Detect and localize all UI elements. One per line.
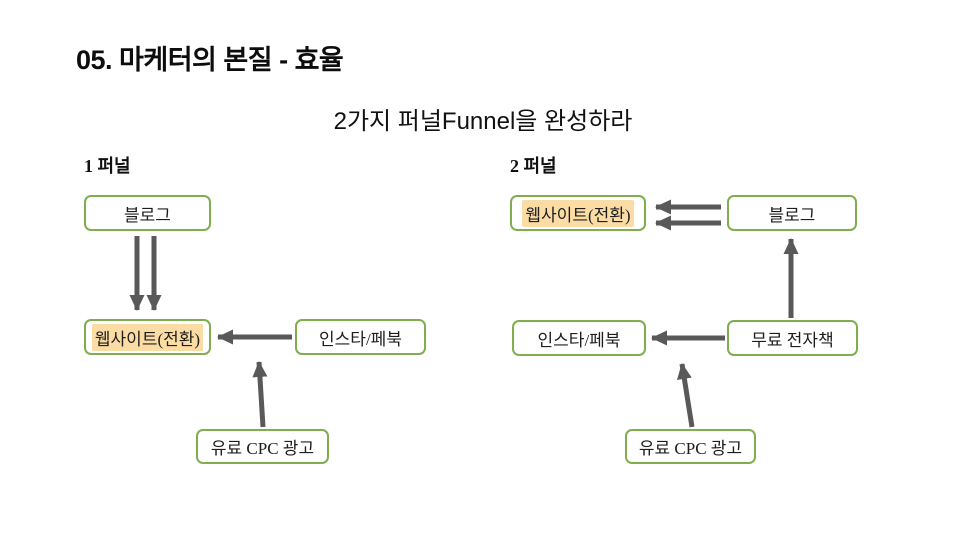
funnel1-node-blog: 블로그 [84, 195, 211, 231]
funnel1-node-insta-label: 인스타/페북 [319, 329, 402, 349]
funnel2-node-ebook: 무료 전자책 [727, 320, 858, 356]
funnel2-label: 2 퍼널 [510, 156, 557, 176]
funnel2-node-blog: 블로그 [727, 195, 857, 231]
funnel2-node-insta: 인스타/페북 [512, 320, 646, 356]
funnel1-node-insta: 인스타/페북 [295, 319, 426, 355]
funnel2-node-website-label: 웹사이트(전환) [522, 199, 634, 227]
funnel2-node-insta-label: 인스타/페북 [537, 330, 621, 350]
funnel2-node-cpc-label: 유료 CPC 광고 [638, 439, 743, 458]
funnel2-node-ebook-label: 무료 전자책 [751, 330, 834, 350]
funnel1-node-cpc-label: 유료 CPC 광고 [210, 439, 315, 458]
slide-subtitle: 2가지 퍼널Funnel을 완성하라 [333, 108, 633, 135]
funnel1-node-website-label: 웹사이트(전환) [91, 323, 204, 351]
funnel2-arrow-cpc-up [676, 363, 695, 428]
funnel2-node-website: 웹사이트(전환) [510, 195, 646, 231]
slide-title: 05. 마케터의 본질 - 효율 [76, 45, 344, 75]
funnel1-node-website: 웹사이트(전환) [84, 319, 211, 355]
funnel1-node-blog-label: 블로그 [124, 205, 171, 225]
funnel2-node-blog-label: 블로그 [768, 205, 816, 225]
funnel1-arrow-cpc-to-insta [252, 361, 268, 428]
funnel2-node-cpc: 유료 CPC 광고 [625, 429, 756, 464]
funnel1-label: 1 퍼널 [84, 156, 131, 176]
funnel1-node-cpc: 유료 CPC 광고 [196, 429, 329, 464]
